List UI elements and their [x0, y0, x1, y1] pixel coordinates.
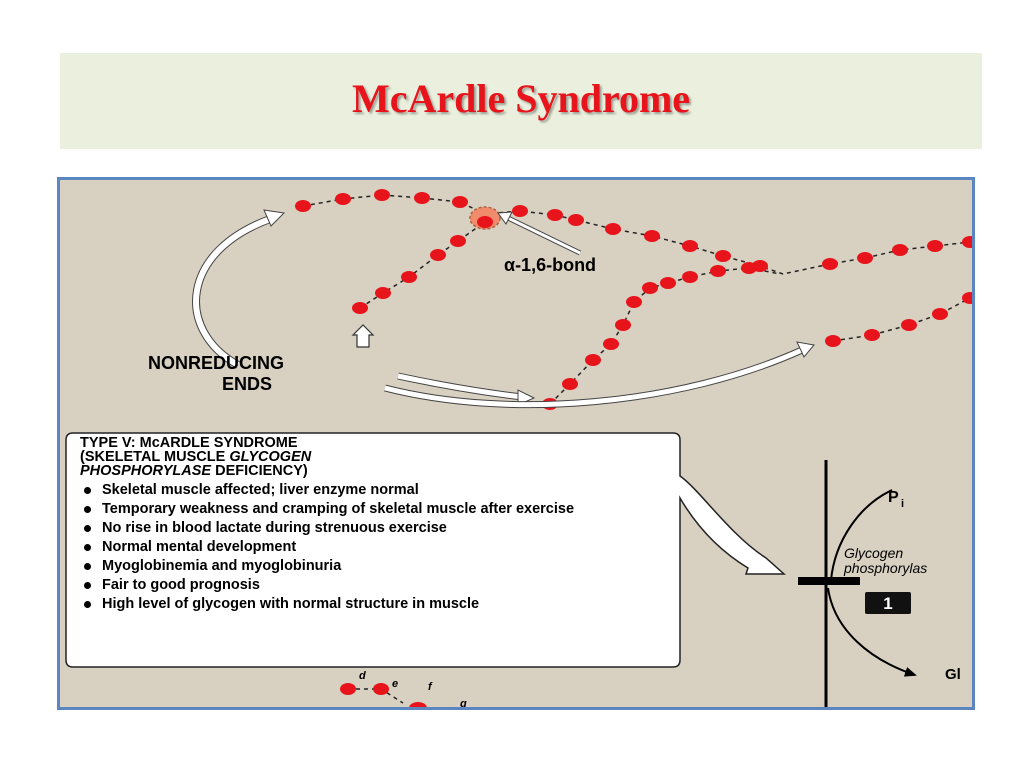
glucose-residue — [644, 230, 660, 242]
glucose-residue — [710, 265, 726, 277]
info-heading-line3-suffix: DEFICIENCY) — [211, 463, 308, 479]
slide-title: McArdle Syndrome — [351, 76, 691, 121]
chain-lower — [549, 267, 781, 405]
product-arc — [827, 587, 917, 677]
bullet-icon — [84, 563, 91, 570]
glucose-residue — [452, 196, 468, 208]
step-number: 1 — [883, 594, 892, 613]
info-bullet-text: Skeletal muscle affected; liver enzyme n… — [102, 482, 419, 498]
info-heading-line1: TYPE V: McARDLE SYNDROME — [80, 435, 298, 451]
nonreducing-label-line1: NONREDUCING — [148, 353, 284, 373]
glucose-residue — [375, 287, 391, 299]
glucose-residue — [682, 240, 698, 252]
diagram-canvas: α-1,6-bond NONREDUCING ENDS 1 P i Glycog… — [65, 189, 972, 707]
glucose-residue — [962, 292, 972, 304]
info-heading: TYPE V: McARDLE SYNDROME (SKELETAL MUSCL… — [80, 435, 680, 479]
glucose-residue — [864, 329, 880, 341]
glucose-residue — [335, 193, 351, 205]
glucose-residue — [352, 302, 368, 314]
info-bullet: No rise in blood lactate during strenuou… — [82, 521, 682, 535]
title-band: McArdle Syndrome — [60, 53, 982, 149]
glucose-residue — [857, 252, 873, 264]
glucose-residue — [932, 308, 948, 320]
bullet-icon — [84, 582, 91, 589]
glucose-residue — [450, 235, 466, 247]
glucose-residue — [901, 319, 917, 331]
glucose-residue — [642, 282, 658, 294]
glucose-residue — [626, 296, 642, 308]
enzyme-label-line1: Glycogen — [844, 545, 903, 561]
glucose-residues — [295, 189, 972, 707]
glucose-residue — [682, 271, 698, 283]
bullet-icon — [84, 525, 91, 532]
info-heading-line2: (SKELETAL MUSCLE GLYCOGEN — [80, 449, 680, 465]
glucose-residue — [615, 319, 631, 331]
glucose-residue — [340, 683, 356, 695]
pi-uptake-arc — [830, 489, 893, 581]
info-bullet-text: No rise in blood lactate during strenuou… — [102, 520, 447, 536]
up-arrow-icon — [351, 324, 375, 348]
info-bullet-text: Fair to good prognosis — [102, 577, 260, 593]
product-label: Gl — [945, 666, 961, 683]
glucose-residue — [927, 240, 943, 252]
info-bullet: Myoglobinemia and myoglobinuria — [82, 559, 682, 573]
glucose-residue — [414, 192, 430, 204]
info-callout — [65, 432, 786, 668]
info-bullet: Skeletal muscle affected; liver enzyme n… — [82, 483, 682, 497]
glucose-residue — [512, 205, 528, 217]
info-bullet-list: Skeletal muscle affected; liver enzyme n… — [82, 483, 682, 616]
glycogen-diagram: α-1,6-bond NONREDUCING ENDS 1 P i Glycog… — [57, 177, 975, 710]
residue-letter-e: e — [392, 678, 398, 690]
info-bullet: High level of glycogen with normal struc… — [82, 597, 682, 611]
glucose-residue — [547, 209, 563, 221]
pi-subscript: i — [901, 498, 904, 510]
glucose-residue — [962, 236, 972, 248]
bullet-icon — [84, 544, 91, 551]
info-bullet: Normal mental development — [82, 540, 682, 554]
glucose-residue — [568, 214, 584, 226]
info-bullet: Temporary weakness and cramping of skele… — [82, 502, 682, 516]
info-heading-line2-italic: GLYCOGEN — [229, 449, 312, 465]
info-bullet-text: Temporary weakness and cramping of skele… — [102, 501, 575, 517]
bullet-icon — [84, 601, 91, 608]
info-bullet-text: High level of glycogen with normal struc… — [102, 596, 480, 612]
residue-letter-g: g — [459, 698, 467, 707]
glucose-residue — [477, 216, 493, 228]
glucose-residue — [585, 354, 601, 366]
glucose-residue — [825, 335, 841, 347]
glucose-residue — [373, 683, 389, 695]
step-badge — [865, 592, 911, 614]
glucose-residue — [430, 249, 446, 261]
enzyme-label-line2: phosphorylas — [843, 560, 927, 576]
glucose-residue — [562, 378, 578, 390]
glucose-residue — [295, 200, 311, 212]
pi-label: P — [888, 489, 899, 506]
residue-letter-f: f — [428, 681, 433, 693]
glucose-residue — [374, 189, 390, 201]
info-bullet: Fair to good prognosis — [82, 578, 682, 592]
info-heading-line3-italic: PHOSPHORYLASE — [80, 463, 212, 479]
bond-label: α-1,6-bond — [504, 255, 596, 275]
residue-letter-d: d — [359, 670, 366, 682]
info-heading-line3: PHOSPHORYLASE DEFICIENCY) — [80, 463, 680, 479]
glucose-residue — [409, 702, 427, 707]
info-heading-line2-prefix: (SKELETAL MUSCLE — [80, 449, 230, 465]
nonreducing-label-line2: ENDS — [222, 374, 272, 394]
glucose-residue — [401, 271, 417, 283]
glucose-residue — [605, 223, 621, 235]
bullet-icon — [84, 487, 91, 494]
info-bullet-text: Myoglobinemia and myoglobinuria — [102, 558, 342, 574]
info-bullet-text: Normal mental development — [102, 539, 297, 555]
bullet-icon — [84, 506, 91, 513]
enzyme-block-bar — [798, 577, 860, 585]
glucose-residue — [822, 258, 838, 270]
chain-right — [832, 297, 971, 342]
glucose-residue — [892, 244, 908, 256]
phosphorylase-pathway: 1 P i Glycogen phosphorylas Gl — [798, 460, 961, 707]
glucose-residue — [715, 250, 731, 262]
glucose-residue — [741, 262, 757, 274]
glucose-residue — [660, 277, 676, 289]
nonreducing-arrows — [192, 209, 815, 409]
glucose-residue — [603, 338, 619, 350]
